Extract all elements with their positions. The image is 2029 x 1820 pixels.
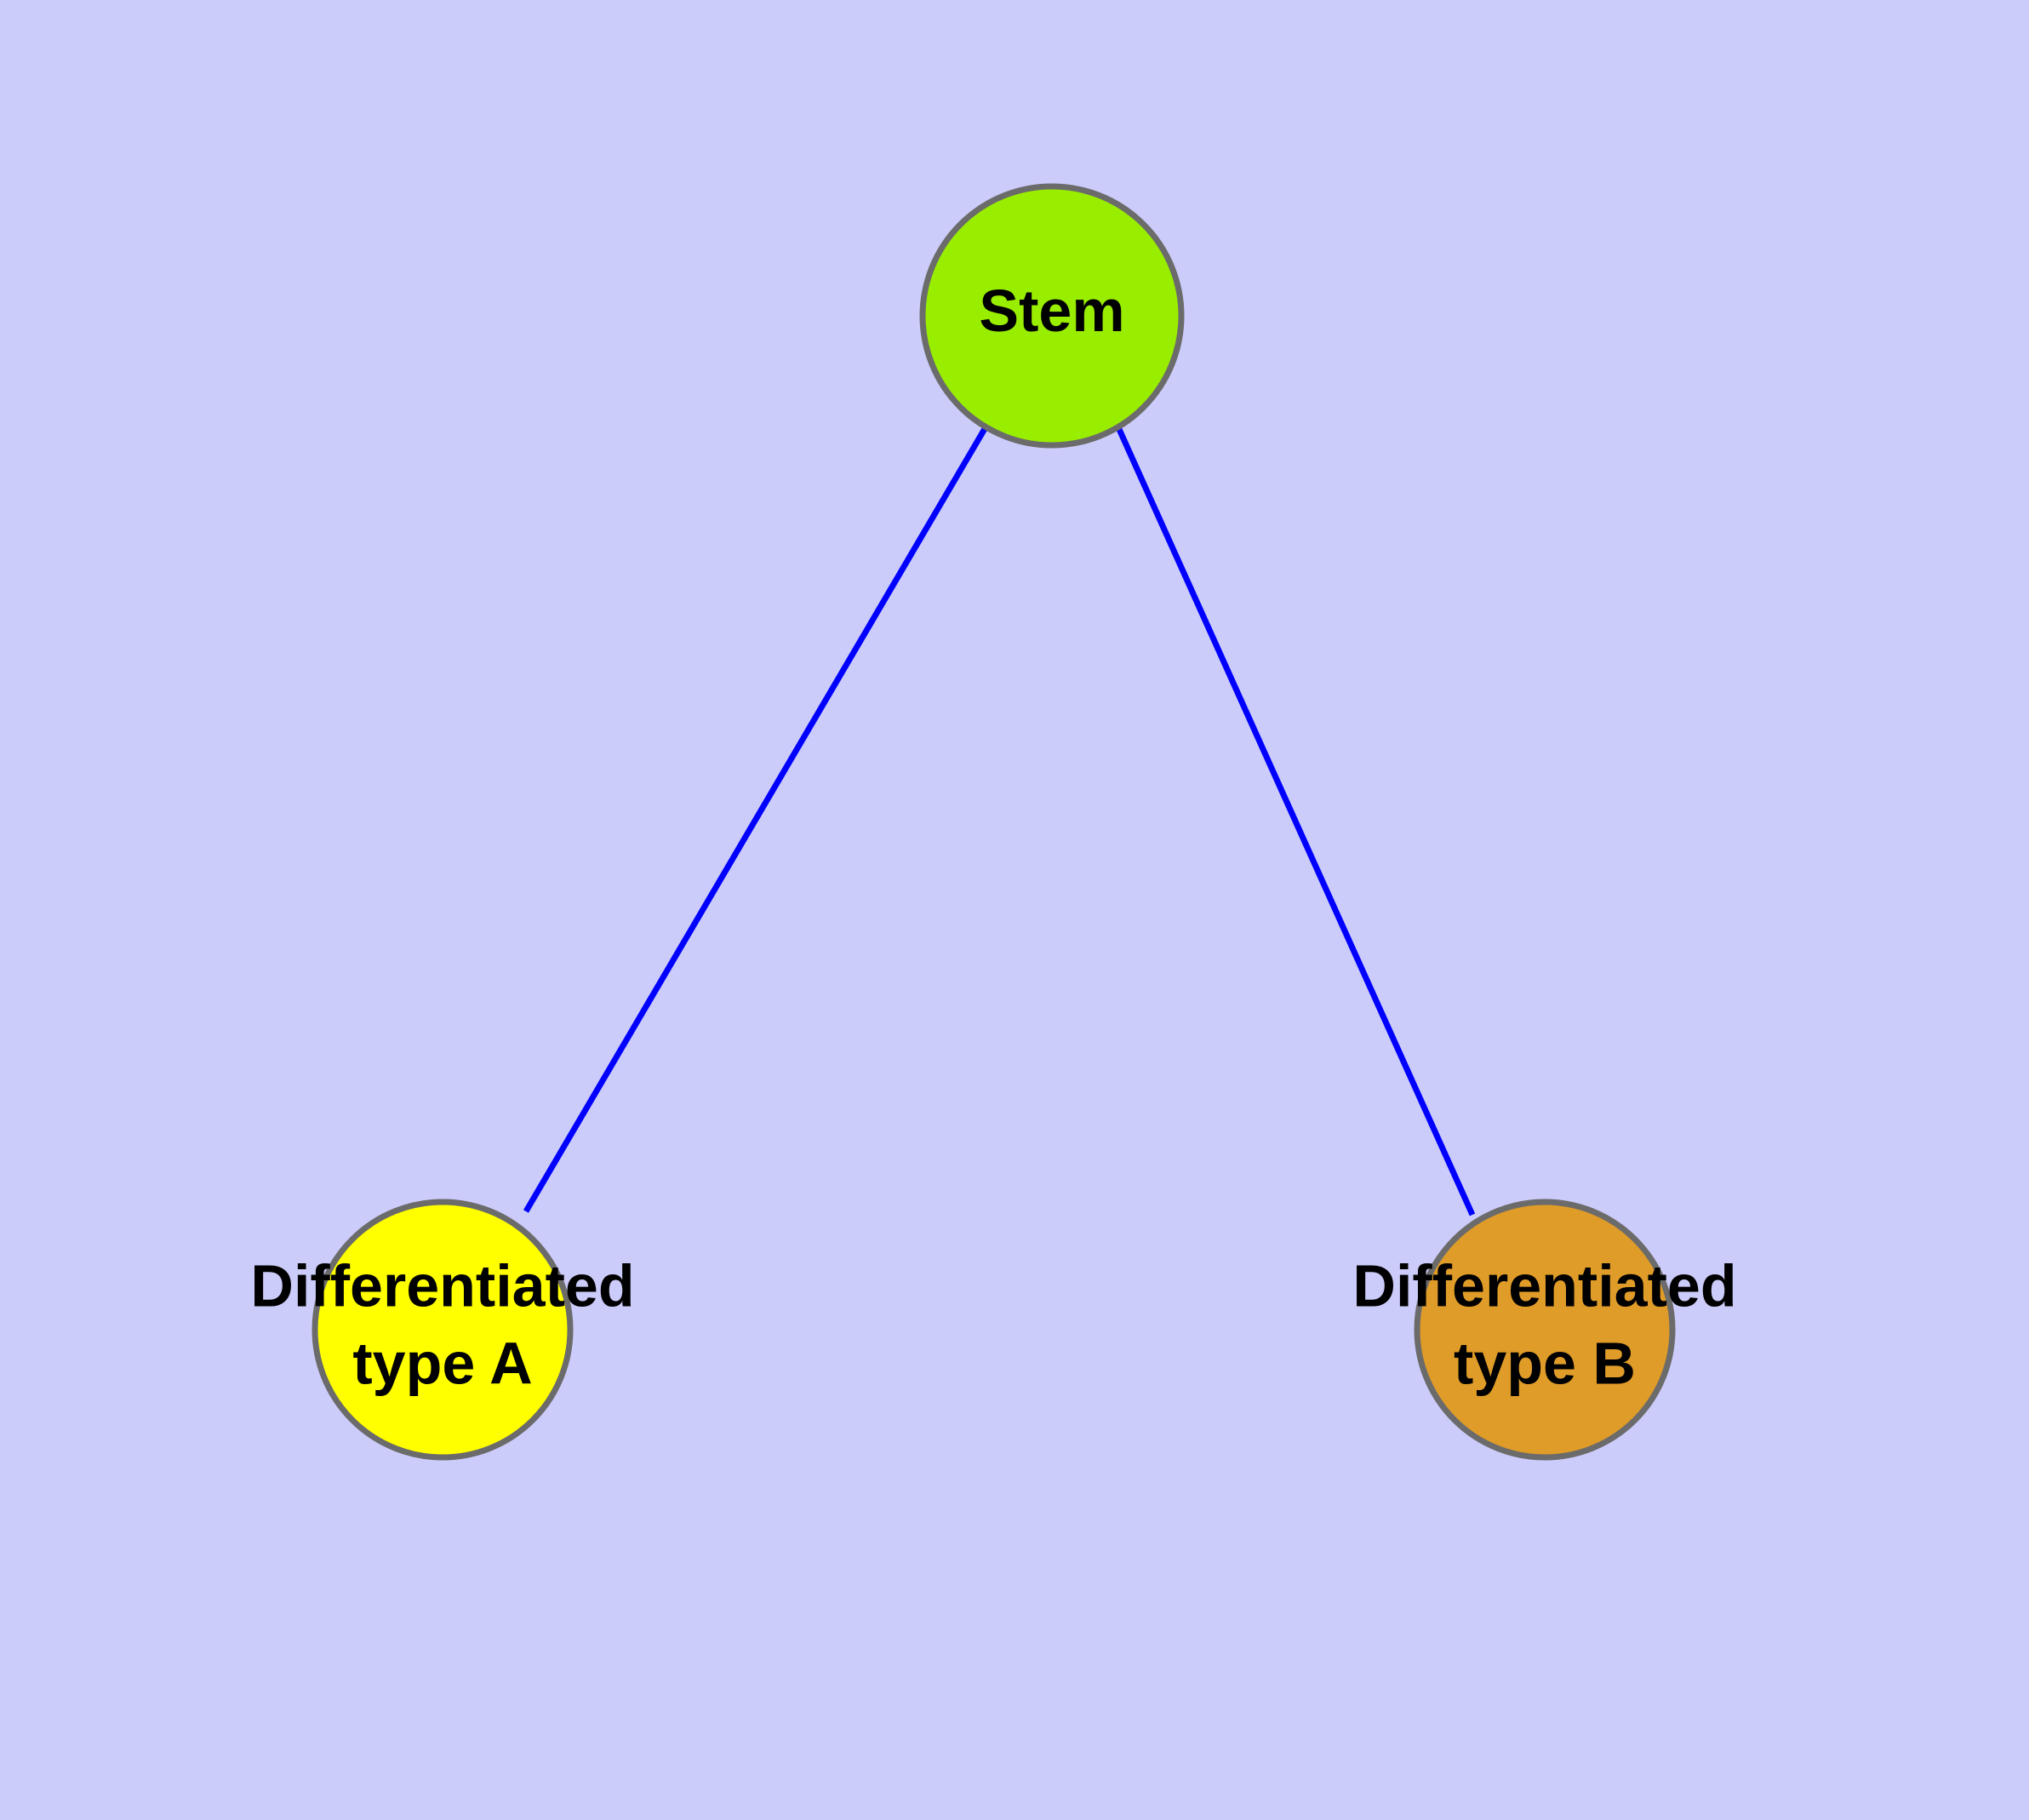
- node-label-line: Differentiated: [1352, 1253, 1736, 1319]
- edges-group: [523, 426, 1476, 1216]
- edge-stem-to-diff_a: [523, 426, 989, 1213]
- node-label-line: type A: [352, 1331, 532, 1397]
- edge-stem-to-diff_b: [1115, 426, 1476, 1216]
- node-label-line: Stem: [979, 278, 1124, 344]
- node-circle-diff_b[interactable]: [1414, 1199, 1676, 1461]
- node-label-line: type B: [1454, 1331, 1636, 1397]
- node-label-line: Differentiated: [250, 1253, 634, 1319]
- node-circle-stem[interactable]: [919, 183, 1185, 449]
- node-label-diff_a: Differentiated type A: [250, 1253, 634, 1397]
- node-label-stem: Stem: [979, 278, 1124, 344]
- node-label-diff_b: Differentiated type B: [1352, 1253, 1736, 1397]
- node-circle-diff_a[interactable]: [311, 1199, 574, 1461]
- nodes-group: [311, 183, 1676, 1461]
